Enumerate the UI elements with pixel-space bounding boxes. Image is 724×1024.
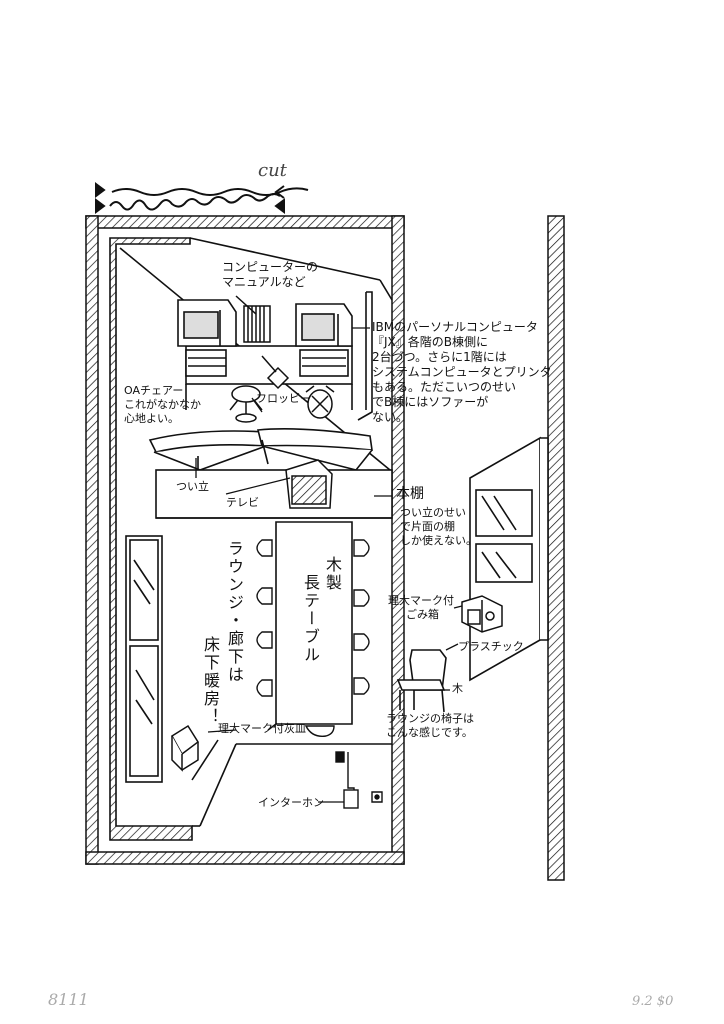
floppy-disk xyxy=(261,355,290,390)
ibm-note-line5: もある。ただこいつのせい xyxy=(372,380,517,394)
trash-line2: ごみ箱 xyxy=(406,607,439,621)
manual-stack xyxy=(235,295,271,343)
label-oa-chair: OAチェアー これがなかなか 心地よい。 xyxy=(124,384,201,425)
ibm-note-line3: 2台づつ。さらに1階には xyxy=(372,350,507,364)
corridor-lines xyxy=(191,739,392,827)
oa-chair-line3: 心地よい。 xyxy=(124,411,179,425)
title-scribble xyxy=(95,182,309,214)
ibm-note-line4: システムコンピュータとプリンタ xyxy=(372,365,552,379)
leader-lines xyxy=(195,327,463,803)
correction-note: cut xyxy=(258,160,287,181)
ibm-note-line6: でB棟にはソファーが xyxy=(372,395,489,409)
label-lounge-chair: ラウンジの椅子は こんな感じです。 xyxy=(386,712,474,740)
label-intercom: インターホン xyxy=(258,796,324,809)
lounge-chair xyxy=(396,649,447,713)
bookshelf-note-line1: つい立のせい xyxy=(400,506,466,519)
marginalia-bottom-right: 9.2 $0 xyxy=(632,994,674,1009)
label-long-table: 長テーブル xyxy=(301,574,320,664)
long-table xyxy=(267,521,353,731)
desk-lamp xyxy=(357,291,373,421)
trash-bin xyxy=(461,595,503,633)
left-windows xyxy=(125,535,163,783)
lounge-chair-line1: ラウンジの椅子は xyxy=(386,712,474,725)
lounge-chair-line2: こんな感じです。 xyxy=(386,725,473,739)
label-bookshelf-note: つい立のせい で片面の棚 しか使えない。 xyxy=(400,506,477,547)
label-tv: テレビ xyxy=(226,496,259,509)
bookshelf-note-line3: しか使えない。 xyxy=(400,533,477,547)
right-corridor-wall xyxy=(547,215,565,881)
ashtray xyxy=(170,724,200,772)
table-chairs-left xyxy=(256,539,273,697)
label-partition: つい立 xyxy=(176,480,209,493)
table-chair-end xyxy=(304,725,335,737)
label-manuals-line2: マニュアルなど xyxy=(222,275,306,289)
pc-left xyxy=(177,299,237,347)
label-ibm-note: IBMのパーソナルコンピュータ 『JX』各階のB棟側に 2台づつ。さらに1階には… xyxy=(372,320,552,425)
bookshelf-note-line2: で片面の棚 xyxy=(400,519,455,533)
bookshelf xyxy=(155,469,393,519)
label-wooden: 木製 xyxy=(323,556,342,592)
right-building xyxy=(469,436,549,682)
tv xyxy=(285,459,333,509)
trash-line1: 理大マーク付 xyxy=(388,594,454,607)
table-chairs-right xyxy=(353,539,370,695)
oa-chair-line1: OAチェアー xyxy=(124,384,184,397)
intercom-device xyxy=(335,751,383,809)
label-floppy: フロッピー xyxy=(256,392,311,405)
ibm-note-line1: IBMのパーソナルコンピュータ xyxy=(372,320,538,334)
label-lounge-floor-2: 床下暖房！ xyxy=(201,636,220,726)
label-bookshelf: 本棚 xyxy=(396,486,424,502)
label-manuals: コンピューターの マニュアルなど xyxy=(222,260,318,290)
label-ashtray: 理大マーク付灰皿 xyxy=(218,722,306,735)
outer-wall xyxy=(85,215,405,865)
oa-chair-right xyxy=(305,385,335,419)
label-lounge-floor-1: ラウンジ・廊下は xyxy=(225,540,244,684)
ibm-note-line2: 『JX』各階のB棟側に xyxy=(372,335,488,349)
label-manuals-line1: コンピューターの xyxy=(222,260,319,274)
ibm-note-line7: ない。 xyxy=(372,410,409,424)
label-plastic: プラスチック xyxy=(458,640,524,653)
pc-right xyxy=(295,303,353,347)
label-trash: 理大マーク付 ごみ箱 xyxy=(388,594,454,622)
label-wood: 木 xyxy=(452,682,463,695)
oa-chair-line2: これがなかなか xyxy=(124,397,201,411)
marginalia-bottom-left: 8111 xyxy=(48,990,89,1009)
